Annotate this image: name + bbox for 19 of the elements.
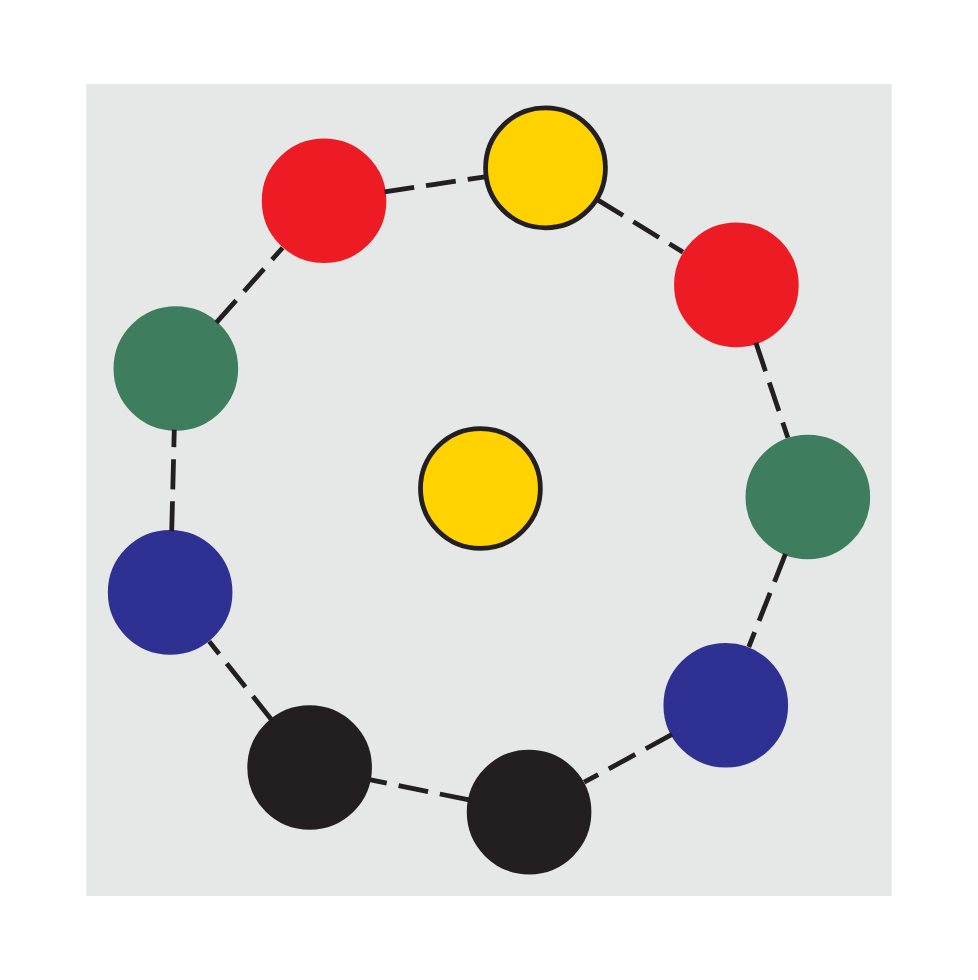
connector [753, 342, 791, 439]
connector [384, 174, 486, 195]
connector [214, 246, 285, 325]
node-circle [261, 138, 387, 264]
node-circle [247, 705, 372, 830]
node-circle [418, 426, 543, 551]
node-circle [674, 222, 799, 348]
node-circle [663, 643, 789, 768]
connector [369, 777, 470, 803]
connector [169, 429, 177, 532]
node-circle [466, 749, 592, 875]
connector [596, 197, 685, 255]
connector [746, 553, 788, 648]
node-circle [107, 530, 233, 655]
node-circle [745, 434, 871, 560]
node-circle [483, 105, 608, 231]
connector [583, 732, 674, 785]
node-circle [113, 306, 239, 431]
connector [207, 639, 274, 722]
